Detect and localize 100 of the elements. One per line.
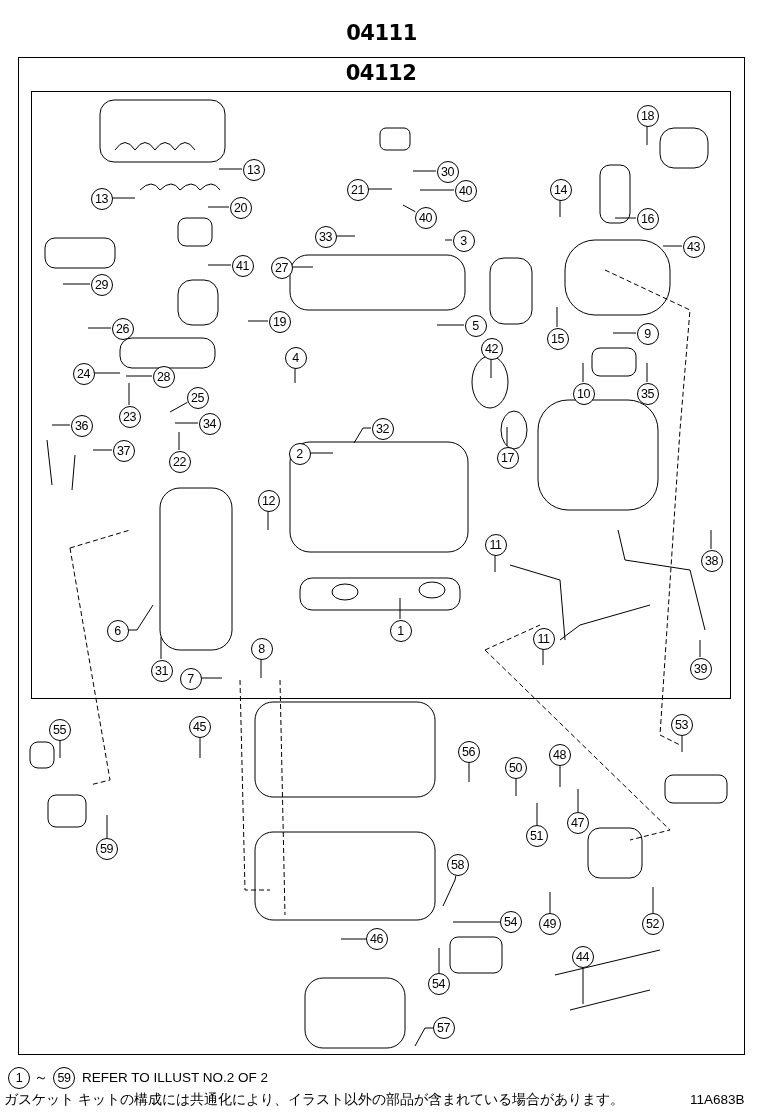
callout-number: 4 xyxy=(284,346,307,369)
callout-number: 5 xyxy=(464,314,487,337)
callout-number: 56 xyxy=(457,740,480,763)
callout-number: 42 xyxy=(480,337,503,360)
callout-number: 31 xyxy=(150,659,173,682)
leader-line xyxy=(402,204,416,213)
leader-line xyxy=(542,648,544,666)
callout-number: 30 xyxy=(436,160,459,183)
leader-line xyxy=(218,168,243,170)
leader-line xyxy=(260,658,262,679)
leader-line xyxy=(549,891,551,914)
leader-line xyxy=(468,762,470,783)
leader-line xyxy=(367,188,393,190)
leader-line xyxy=(247,320,269,322)
leader-line xyxy=(419,189,455,191)
callout-number: 23 xyxy=(118,405,141,428)
callout-number: 15 xyxy=(546,327,569,350)
leader-line xyxy=(699,639,701,658)
leader-line xyxy=(710,529,712,550)
callout-number: 8 xyxy=(250,637,273,660)
leader-line xyxy=(87,327,112,329)
callout-number: 17 xyxy=(496,446,519,469)
callout-number: 1 xyxy=(389,619,412,642)
callout-number: 43 xyxy=(682,235,705,258)
callout-number: 32 xyxy=(371,417,394,440)
leader-line xyxy=(436,324,465,326)
leader-line xyxy=(662,245,683,247)
callout-number: 33 xyxy=(314,225,337,248)
callout-number: 6 xyxy=(106,619,129,642)
callout-number: 36 xyxy=(70,414,93,437)
leader-line xyxy=(340,938,367,940)
callout-number: 14 xyxy=(549,178,572,201)
callout-number: 49 xyxy=(538,912,561,935)
callout-number: 35 xyxy=(636,382,659,405)
callout-number: 9 xyxy=(636,322,659,345)
leader-line xyxy=(559,199,561,218)
leader-line xyxy=(51,424,71,426)
leader-line xyxy=(335,235,356,237)
leader-line xyxy=(59,740,61,759)
callout-number: 38 xyxy=(700,549,723,572)
callout-number: 13 xyxy=(242,158,265,181)
leader-line xyxy=(291,266,314,268)
callout-number: 57 xyxy=(432,1016,455,1039)
callout-number: 2 xyxy=(288,442,311,465)
leader-line xyxy=(412,170,437,172)
leader-line xyxy=(494,554,496,573)
callout-number: 59 xyxy=(53,1067,75,1089)
callout-number: 25 xyxy=(186,386,209,409)
leader-line xyxy=(582,967,584,1005)
leader-line xyxy=(93,372,121,374)
callout-number: 37 xyxy=(112,439,135,462)
leader-line xyxy=(309,452,334,454)
leader-line xyxy=(444,239,453,241)
callout-number: 54 xyxy=(499,910,522,933)
leader-line xyxy=(199,737,201,759)
leader-line xyxy=(111,197,136,199)
assembly-number: 04111 xyxy=(345,21,418,45)
leader-line xyxy=(515,778,517,797)
leader-line xyxy=(582,362,584,383)
leader-line xyxy=(174,422,199,424)
callout-number: 7 xyxy=(179,667,202,690)
callout-number: 59 xyxy=(95,837,118,860)
callout-number: 34 xyxy=(198,412,221,435)
callout-number: 46 xyxy=(365,927,388,950)
callout-number: 47 xyxy=(566,811,589,834)
leader-line xyxy=(399,597,401,620)
leader-line xyxy=(200,677,223,679)
callout-number: 20 xyxy=(229,196,252,219)
note-text: REFER TO ILLUST NO.2 OF 2 xyxy=(82,1070,269,1086)
leader-line xyxy=(92,449,113,451)
leader-line xyxy=(207,264,232,266)
callout-number: 29 xyxy=(90,273,113,296)
leader-line xyxy=(646,362,648,383)
callout-number: 12 xyxy=(257,489,280,512)
callout-number: 41 xyxy=(231,254,254,277)
callout-number: 21 xyxy=(346,178,369,201)
callout-number: 40 xyxy=(454,179,477,202)
callout-number: 16 xyxy=(636,207,659,230)
callout-number: 22 xyxy=(168,450,191,473)
callout-number: 54 xyxy=(427,972,450,995)
leader-line xyxy=(559,765,561,788)
callout-number: 11 xyxy=(484,533,507,556)
leader-line xyxy=(556,306,558,328)
callout-number: 39 xyxy=(689,657,712,680)
callout-number: 10 xyxy=(572,382,595,405)
leader-line xyxy=(62,283,91,285)
leader-line xyxy=(490,358,492,379)
callout-number: 44 xyxy=(571,945,594,968)
callout-number: 26 xyxy=(111,317,134,340)
callout-number: 40 xyxy=(414,206,437,229)
leader-line xyxy=(612,332,637,334)
callout-number: 52 xyxy=(641,912,664,935)
leader-line xyxy=(442,875,457,907)
leader-line xyxy=(178,431,180,451)
callout-number: 19 xyxy=(268,310,291,333)
leader-line xyxy=(614,217,637,219)
leader-line xyxy=(127,604,154,631)
callout-number: 28 xyxy=(152,365,175,388)
leader-line xyxy=(506,426,508,447)
leader-line xyxy=(414,1027,434,1047)
